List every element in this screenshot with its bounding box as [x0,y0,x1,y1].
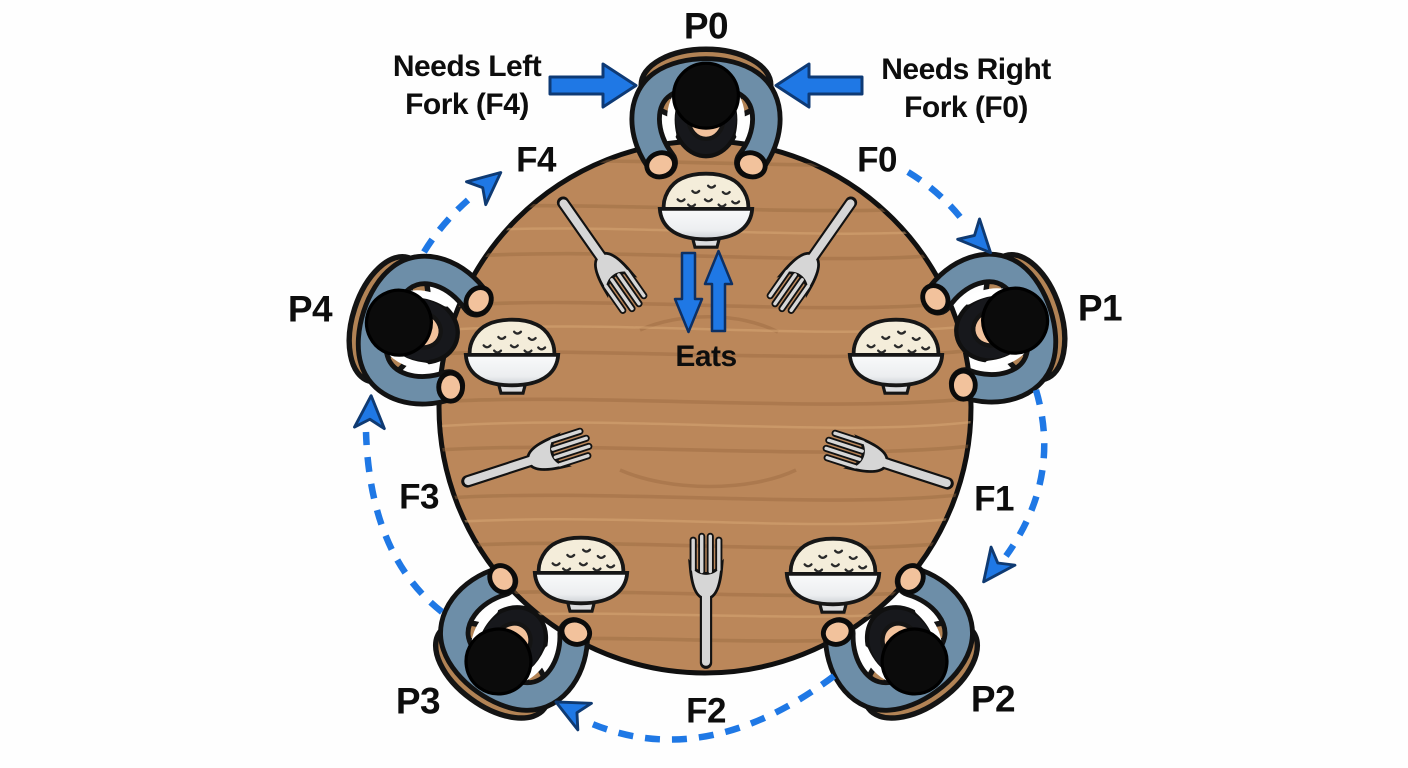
needs-right-line1: Needs Right [881,53,1051,86]
label-eats: Eats [675,340,737,373]
label-f4: F4 [516,140,556,180]
wait-arrow-p1-to-p2 [1003,389,1048,558]
eats-down-arrow [673,251,704,334]
needs-right-arrow [774,62,864,109]
label-p2: P2 [970,678,1016,720]
wait-arrowhead-p4 [353,393,388,431]
wait-arrow-p4-to-f4 [421,197,471,254]
label-f1: F1 [974,479,1014,519]
needs-left-arrow [548,62,638,109]
eats-up-arrow [703,249,734,333]
label-p3: P3 [395,680,441,722]
wait-arrow-p2-to-p3 [588,673,836,743]
needs-right-fork-note: Needs Right Fork (F0) [881,51,1051,127]
label-f0: F0 [857,140,897,180]
needs-left-line2: Fork (F4) [405,88,529,121]
label-p1: P1 [1077,287,1123,329]
needs-left-fork-note: Needs Left Fork (F4) [392,48,542,124]
needs-right-line2: Fork (F0) [904,91,1028,124]
label-p0: P0 [683,5,729,47]
label-f2: F2 [686,691,726,731]
label-f3: F3 [399,477,439,517]
wait-arrowhead-f4 [465,159,512,207]
label-p4: P4 [287,288,333,330]
circular-wait-arrows [362,169,1048,743]
wait-arrow-f0-to-p1 [906,169,970,228]
needs-left-line1: Needs Left [392,50,542,83]
wait-arrow-p3-to-p4 [362,431,444,615]
